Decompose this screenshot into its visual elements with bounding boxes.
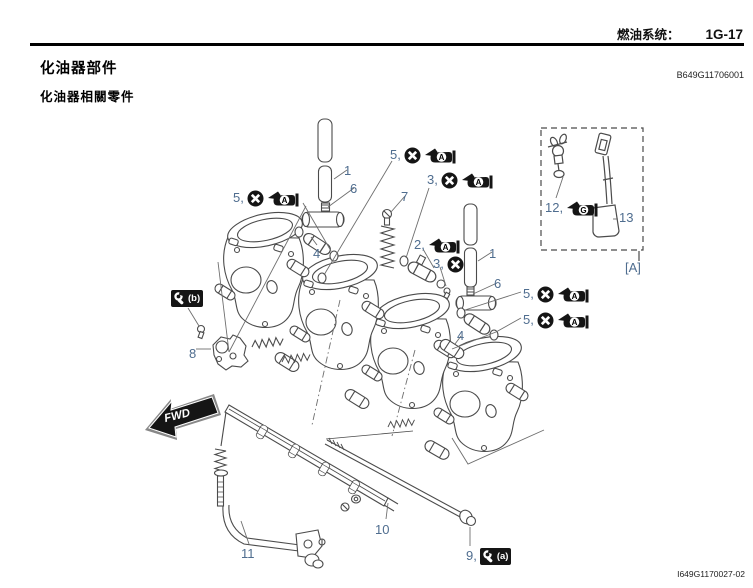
part-number: 4 bbox=[313, 246, 321, 261]
special-tool-b-icon: (b) bbox=[171, 289, 204, 307]
do-not-reuse-icon bbox=[447, 256, 464, 272]
callout-c5-r1: 5, A bbox=[523, 285, 589, 303]
part-number: 3, bbox=[433, 256, 444, 271]
callout-ctool-b: (b) bbox=[171, 289, 204, 307]
svg-text:A: A bbox=[475, 178, 481, 187]
callout-c13: 13 bbox=[619, 209, 633, 227]
do-not-reuse-icon bbox=[247, 190, 264, 206]
oil-can-a-icon: A bbox=[424, 148, 456, 164]
rail-spring-bolt bbox=[213, 411, 229, 507]
svg-text:A: A bbox=[571, 318, 577, 327]
part-number: 13 bbox=[619, 210, 634, 225]
detail-frame-a bbox=[540, 127, 644, 261]
tool-letter: (b) bbox=[188, 292, 201, 304]
part-number: 5, bbox=[233, 190, 244, 205]
svg-text:A: A bbox=[281, 196, 287, 205]
callout-c9: 9, (a) bbox=[466, 547, 512, 565]
oil-can-a-icon: A bbox=[461, 173, 493, 189]
part-number: 4 bbox=[457, 328, 465, 343]
part-number: 7 bbox=[401, 189, 409, 204]
oil-can-a-icon: A bbox=[557, 287, 589, 303]
figure-code: I649G1170027-02 bbox=[677, 569, 745, 579]
needle-valve-assembly bbox=[399, 254, 451, 300]
callout-c4-left: 4 bbox=[313, 245, 320, 263]
fuel-pipe bbox=[222, 504, 326, 569]
svg-text:A: A bbox=[438, 153, 444, 162]
oil-can-a-icon: A bbox=[428, 238, 460, 254]
vent-tube-right bbox=[437, 203, 499, 362]
part-number: 11 bbox=[241, 546, 255, 561]
oil-can-g-icon: G bbox=[567, 201, 598, 217]
callout-c5-r2: 5, A bbox=[523, 311, 589, 329]
throttle-rod bbox=[324, 430, 477, 527]
callout-c5-left: 5, A bbox=[233, 189, 299, 207]
callout-c10: 10 bbox=[375, 521, 389, 539]
part-number: 9, bbox=[466, 548, 477, 563]
tool-letter: (a) bbox=[496, 550, 509, 562]
part-number: 2, bbox=[414, 237, 425, 252]
callout-c12: 12, G bbox=[545, 199, 598, 217]
page-header: 燃油系统： 1G-17 bbox=[617, 24, 743, 43]
callout-c6-left: 6 bbox=[350, 180, 357, 198]
part-number: 12, bbox=[545, 200, 564, 215]
callout-c5-top: 5, A bbox=[390, 146, 456, 164]
page-subtitle: 化油器相關零件 bbox=[40, 90, 135, 104]
callout-c2: 2, A bbox=[414, 236, 460, 254]
svg-text:A: A bbox=[571, 292, 577, 301]
page-title: 化油器部件 bbox=[40, 61, 118, 77]
header-page-number: 1G-17 bbox=[705, 27, 743, 42]
document-code: B649G11706001 bbox=[676, 70, 744, 80]
part-12-tpickup bbox=[547, 133, 568, 179]
part-number: 1 bbox=[344, 163, 352, 178]
part-number: 5, bbox=[523, 286, 534, 301]
svg-text:G: G bbox=[580, 206, 586, 215]
wrench-icon bbox=[174, 291, 185, 305]
oil-can-a-icon: A bbox=[557, 313, 589, 329]
callout-c1-right: 1 bbox=[489, 245, 496, 263]
callout-c3-mid: 3, bbox=[433, 255, 464, 273]
callout-c3-top: 3, A bbox=[427, 171, 493, 189]
part-number: 10 bbox=[375, 522, 390, 537]
vent-tube-left bbox=[294, 118, 345, 284]
callout-c6-right: 6 bbox=[494, 275, 501, 293]
fuel-rail bbox=[224, 404, 399, 512]
special-tool-a-icon: (a) bbox=[479, 547, 512, 565]
callout-c8: 8 bbox=[189, 345, 196, 363]
do-not-reuse-icon bbox=[404, 147, 421, 163]
callout-c1-left: 1 bbox=[344, 162, 351, 180]
do-not-reuse-icon bbox=[537, 286, 554, 302]
part-number: 5, bbox=[523, 312, 534, 327]
leader-lines bbox=[187, 160, 618, 546]
part-number: 8 bbox=[189, 346, 197, 361]
fwd-arrow: FWD bbox=[145, 394, 221, 440]
part-number: 3, bbox=[427, 172, 438, 187]
callout-c11: 11 bbox=[241, 545, 255, 563]
part-number: 6 bbox=[494, 276, 502, 291]
part-number: 5, bbox=[390, 147, 401, 162]
callout-c7: 7 bbox=[401, 188, 408, 206]
header-rule bbox=[30, 43, 744, 46]
part-13-sensor-cable bbox=[592, 132, 620, 238]
svg-text:A: A bbox=[442, 243, 448, 252]
do-not-reuse-icon bbox=[537, 312, 554, 328]
bracket-part-8 bbox=[196, 324, 249, 371]
header-section-label: 燃油系统： bbox=[616, 28, 680, 42]
do-not-reuse-icon bbox=[441, 172, 458, 188]
part-number: 6 bbox=[350, 181, 358, 196]
callout-c4-right: 4 bbox=[457, 327, 464, 345]
part-number: 1 bbox=[489, 246, 497, 261]
pilot-screw-spring bbox=[378, 208, 397, 269]
wrench-icon bbox=[483, 549, 494, 563]
throttle-springs bbox=[251, 336, 415, 430]
frame-a-label: [A] bbox=[625, 260, 641, 275]
oil-can-a-icon: A bbox=[267, 191, 299, 207]
